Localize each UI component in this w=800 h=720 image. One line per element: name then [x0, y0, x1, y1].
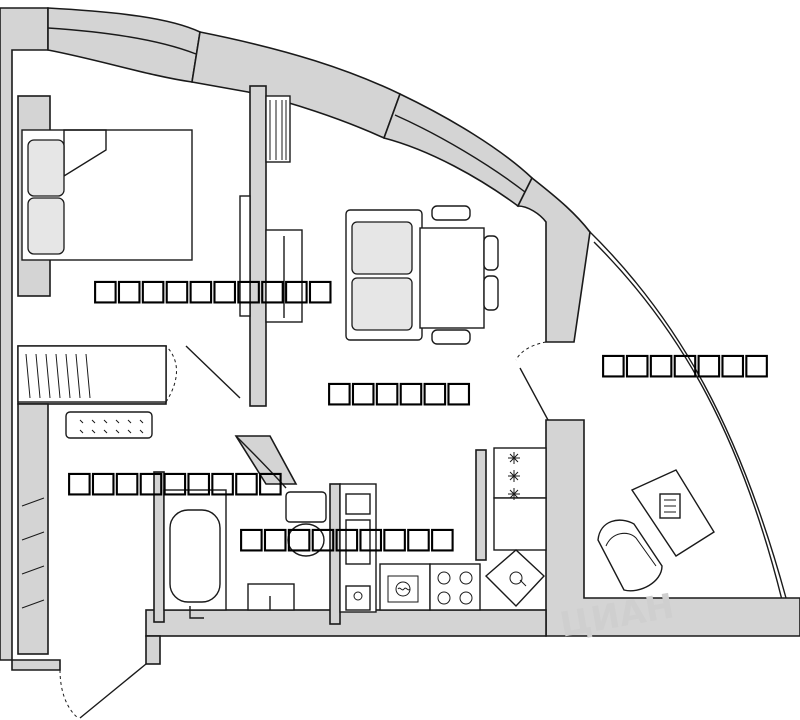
room-label-bedroom: □□□□□□□□□□ [94, 267, 333, 311]
sink-icon [519, 579, 527, 587]
washing-machine-icon [387, 575, 419, 603]
bathroom-fixtures [163, 435, 327, 619]
exterior-walls [0, 7, 800, 671]
living-furniture [345, 205, 549, 421]
room-label-bathroom: □□□□□□□□□ [240, 515, 455, 559]
kitchen [339, 447, 547, 613]
room-label-balcony: □□□□□□□ [602, 341, 769, 385]
hallway-furniture [21, 411, 153, 719]
room-label-hallway: □□□□□□□□□ [68, 459, 283, 503]
room-label-living: □□□□□□ [328, 369, 471, 413]
bedroom-furniture [17, 95, 303, 403]
stove-burner-icon: stove-burner-icon [508, 452, 520, 500]
balcony-furniture [597, 469, 715, 592]
